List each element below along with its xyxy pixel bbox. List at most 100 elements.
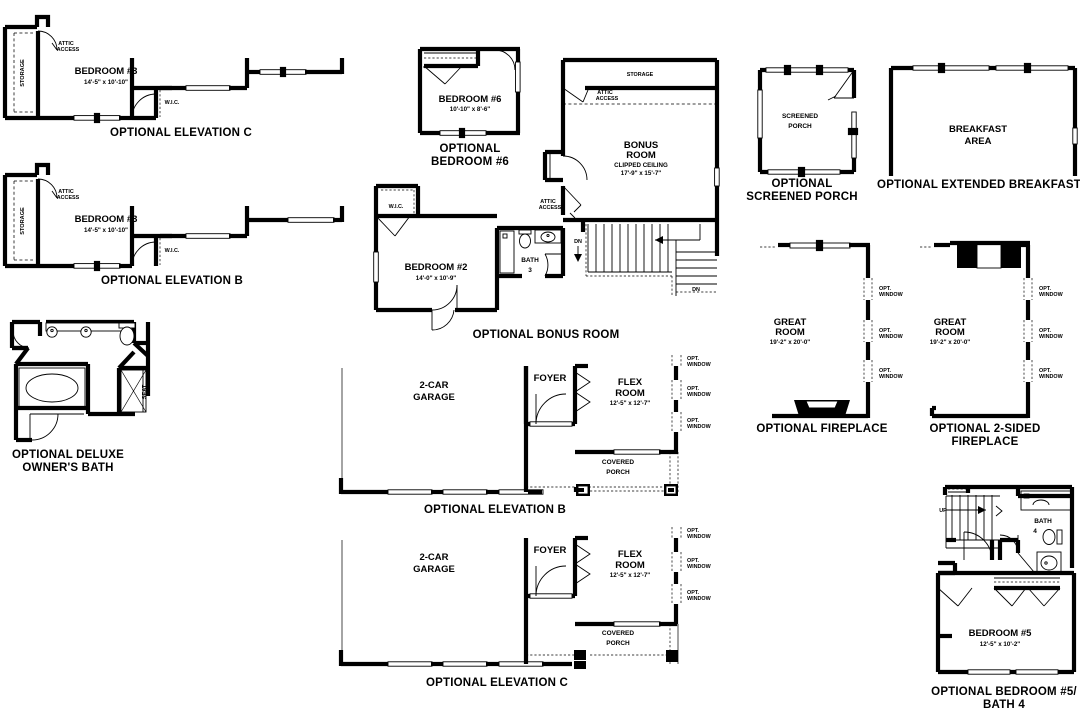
dn-label: DN: [692, 287, 700, 293]
opt-label: OPT.: [1039, 368, 1051, 374]
opt-label: OPT.: [687, 386, 699, 392]
room-dim-flex: 12'-5" x 12'-7": [610, 572, 651, 579]
room-dim-flex: 12'-5" x 12'-7": [610, 400, 651, 407]
room-name-2car: 2-CAR: [419, 380, 448, 391]
room-name-bath: BATH: [521, 257, 539, 264]
sink-icon: [1040, 555, 1058, 571]
room-dim-bonus: 17'-9" x 15'-7": [621, 170, 662, 177]
opt-label: OPT.: [687, 528, 699, 534]
room-name-bedroom3: BEDROOM #3: [75, 214, 138, 225]
caption-elevation-b-garage: OPTIONAL ELEVATION B: [424, 504, 566, 516]
storage-label: STORAGE: [20, 59, 26, 87]
attic-label: ATTIC: [597, 90, 613, 96]
up-label: UP: [939, 508, 947, 514]
section-optional-deluxe-owners-bath: SEAT OPTIONAL DELUXE OWNER'S BATH: [9, 319, 151, 474]
wic-label: W.I.C.: [165, 100, 180, 106]
caption-optional-fireplace: OPTIONAL FIREPLACE: [756, 423, 887, 435]
room-name-great: GREAT: [934, 317, 967, 328]
window-label: WINDOW: [879, 374, 904, 380]
screen-panel: [757, 89, 763, 139]
room-name-porch: PORCH: [788, 123, 812, 130]
toilet-icon: [1042, 529, 1056, 545]
opt-label: OPT.: [687, 558, 699, 564]
fireplace-icon: [957, 243, 977, 268]
tub-icon: [25, 373, 79, 403]
toilet-icon: [518, 229, 532, 235]
room-name-foyer: FOYER: [534, 545, 567, 556]
storage-label: STORAGE: [627, 72, 654, 78]
room-name-porch: PORCH: [606, 640, 630, 647]
window: [613, 621, 661, 627]
garage-door-panel: [498, 489, 544, 495]
fireplace-icon: [1001, 243, 1021, 268]
access-label: ACCESS: [57, 195, 80, 201]
window: [185, 85, 231, 91]
window-label: WINDOW: [687, 534, 712, 540]
section-optional-2-sided-fireplace: OPT. WINDOW OPT. WINDOW OPT. WINDOW GREA…: [920, 240, 1064, 448]
room-name-breakfast: BREAKFAST: [949, 124, 1007, 135]
section-optional-screened-porch: SCREENED PORCH OPTIONAL SCREENED PORCH: [746, 64, 859, 203]
room-name-area: AREA: [965, 136, 992, 147]
room-name-covered: COVERED: [602, 459, 634, 466]
window: [287, 217, 335, 223]
caption-bedroom5-bath4-2: BATH 4: [983, 699, 1025, 711]
room-name-bedroom2: BEDROOM #2: [405, 262, 468, 273]
wic-label: W.I.C.: [165, 248, 180, 254]
window: [1072, 127, 1078, 145]
tub-icon: [499, 230, 515, 274]
caption-screened-porch-1: OPTIONAL: [771, 178, 832, 190]
room-name-bonus: BONUS: [624, 140, 658, 151]
opt-label: OPT.: [687, 590, 699, 596]
room-dim-bedroom3: 14'-5" x 10'-10": [84, 79, 128, 86]
section-optional-elevation-c-bedroom3: ATTIC ACCESS W.I.C. BEDROOM #3 14'-5" x …: [2, 14, 345, 139]
room-dim-bedroom6: 10'-10" x 8'-6": [450, 106, 491, 113]
room-name-bath: BATH: [1034, 518, 1052, 525]
opt-label: OPT.: [687, 356, 699, 362]
wic-label: W.I.C.: [389, 204, 404, 210]
room-name-flex: FLEX: [618, 377, 643, 388]
opt-label: OPT.: [1039, 286, 1051, 292]
room-name-room: ROOM: [615, 560, 645, 571]
caption-bedroom6: BEDROOM #6: [431, 156, 509, 168]
access-label: ACCESS: [539, 205, 562, 211]
tub-icon: [1020, 490, 1072, 511]
room-name-bedroom3: BEDROOM #3: [75, 66, 138, 77]
caption-extended-breakfast: OPTIONAL EXTENDED BREAKFAST: [877, 179, 1080, 191]
room-name-room: ROOM: [626, 150, 656, 161]
window-label: WINDOW: [687, 564, 712, 570]
window-label: WINDOW: [1039, 334, 1064, 340]
room-name-room: ROOM: [615, 388, 645, 399]
room-dim-great: 19'-2" x 20'-0": [770, 339, 811, 346]
window: [912, 65, 990, 71]
porch-column: [574, 661, 586, 669]
garage-door-panel: [442, 661, 488, 667]
attic-label: ATTIC: [540, 199, 556, 205]
porch-column: [666, 650, 678, 662]
room-dim-great: 19'-2" x 20'-0": [930, 339, 971, 346]
screen-panel: [765, 67, 849, 73]
section-optional-elevation-b-garage: OPT. WINDOW OPT. WINDOW OPT. WINDOW 2-CA…: [338, 355, 712, 516]
room-name-2car: 2-CAR: [419, 552, 448, 563]
room-name-garage: GARAGE: [413, 564, 455, 575]
room-name-foyer: FOYER: [534, 373, 567, 384]
opt-label: OPT.: [879, 368, 891, 374]
room-name-flex: FLEX: [618, 549, 643, 560]
caption-elevation-c-garage: OPTIONAL ELEVATION C: [426, 677, 568, 689]
window: [1015, 669, 1059, 675]
room-dim-bedroom5: 12'-5" x 10'-2": [980, 641, 1021, 648]
window-label: WINDOW: [879, 334, 904, 340]
window-label: WINDOW: [687, 424, 712, 430]
caption-optional-bonus-room: OPTIONAL BONUS ROOM: [473, 329, 620, 341]
opt-label: OPT.: [1039, 328, 1051, 334]
caption-screened-porch-2: SCREENED PORCH: [746, 191, 857, 203]
room-name-garage: GARAGE: [413, 392, 455, 403]
caption-2-sided-fireplace-1: OPTIONAL 2-SIDED: [930, 423, 1041, 435]
window: [967, 669, 1011, 675]
section-optional-bedroom-6: BEDROOM #6 10'-10" x 8'-6" OPTIONAL BEDR…: [417, 46, 521, 168]
window-label: WINDOW: [687, 362, 712, 368]
room-name-bath-number: 3: [528, 267, 532, 274]
room-name-bedroom5: BEDROOM #5: [969, 628, 1033, 639]
seat-label: SEAT: [142, 384, 148, 399]
room-dim-bedroom3: 14'-5" x 10'-10": [84, 227, 128, 234]
room-name-great: GREAT: [774, 317, 807, 328]
